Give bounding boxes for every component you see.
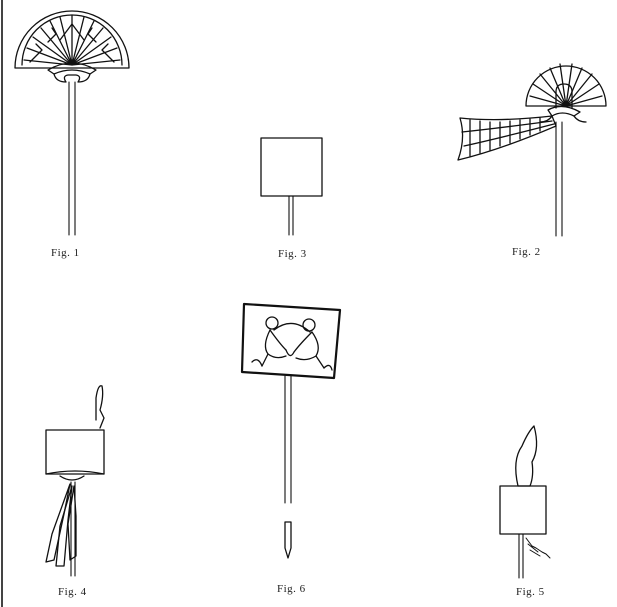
fig5-box-horn-standard <box>499 425 551 579</box>
fig1-fan-standard <box>14 10 130 236</box>
fig6-wrestlers-standard <box>240 302 342 559</box>
fig1-caption: Fig. 1 <box>51 247 80 259</box>
fig6-caption: Fig. 6 <box>277 583 306 595</box>
fig3-caption: Fig. 3 <box>278 248 307 260</box>
fig4-caption: Fig. 4 <box>58 586 87 598</box>
fig2-caption: Fig. 2 <box>512 246 541 258</box>
fig5-caption: Fig. 5 <box>516 586 545 598</box>
fig2-fan-streamer-standard <box>457 63 607 237</box>
fig3-square-standard <box>260 137 323 236</box>
fig4-box-feather-standard <box>45 385 105 577</box>
